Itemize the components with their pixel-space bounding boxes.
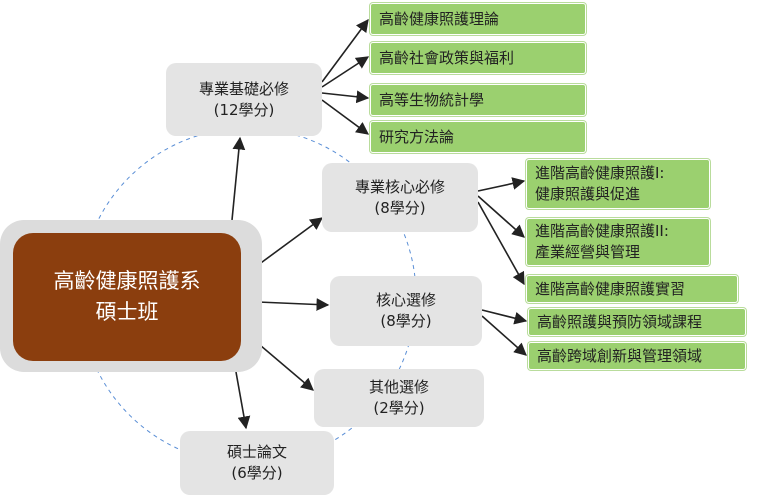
- center-node: 高齡健康照護系 碩士班: [13, 233, 241, 361]
- arrow-foundation-course-4: [321, 99, 370, 135]
- course-core-1-line1: 進階高齡健康照護I:: [535, 164, 665, 182]
- arrow-center-to-foundation: [231, 136, 246, 221]
- course-foundation-1: 高齡健康照護理論: [370, 3, 586, 35]
- category-thesis-credits: (6學分): [231, 464, 283, 482]
- category-core-credits: (8學分): [374, 198, 426, 217]
- course-core-1: 進階高齡健康照護I: 健康照護與促進: [526, 159, 710, 209]
- course-core-3: 進階高齡健康照護實習: [526, 275, 738, 303]
- category-core-elective-credits: (8學分): [380, 312, 432, 330]
- arrow-center-to-other-elective: [253, 339, 314, 391]
- category-core-title: 專業核心必修: [354, 177, 445, 196]
- course-foundation-4-label: 研究方法論: [379, 127, 455, 146]
- arrow-foundation-course-2: [321, 56, 370, 88]
- category-foundation-title: 專業基礎必修: [198, 79, 289, 98]
- course-core-3-line1: 進階高齡健康照護實習: [535, 279, 686, 298]
- arrow-center-to-core: [253, 217, 324, 269]
- category-thesis-title: 碩士論文: [226, 443, 287, 461]
- course-core-2-line2: 產業經營與管理: [535, 243, 641, 261]
- arrow-center-to-core-elective: [257, 298, 330, 311]
- course-core-elective-2: 高齡跨域創新與管理領域: [528, 342, 746, 370]
- course-core-1-line2: 健康照護與促進: [535, 185, 641, 203]
- category-core-elective-title: 核心選修: [375, 291, 436, 309]
- arrow-center-to-thesis: [235, 371, 251, 430]
- course-core-elective-1-label: 高齡照護與預防領域課程: [537, 312, 703, 331]
- category-other-elective: 其他選修 (2學分): [314, 369, 484, 427]
- arrow-foundation-course-1: [321, 18, 369, 83]
- arrow-core-elective-course-2: [481, 315, 527, 356]
- course-core-elective-1: 高齡照護與預防領域課程: [528, 308, 746, 336]
- course-foundation-2-label: 高齡社會政策與福利: [379, 48, 515, 67]
- course-foundation-3-label: 高等生物統計學: [379, 90, 485, 109]
- arrow-core-course-2: [477, 195, 525, 238]
- category-other-elective-credits: (2學分): [373, 399, 425, 417]
- arrow-core-course-3: [477, 201, 525, 286]
- course-foundation-4: 研究方法論: [370, 121, 586, 153]
- arrow-foundation-course-3: [321, 90, 370, 104]
- category-core: 專業核心必修 (8學分): [322, 163, 478, 232]
- arrow-core-course-1: [477, 177, 526, 192]
- center-title-line2: 碩士班: [95, 300, 159, 324]
- course-foundation-3: 高等生物統計學: [370, 84, 586, 116]
- center-title-line1: 高齡健康照護系: [53, 269, 201, 293]
- course-foundation-1-label: 高齡健康照護理論: [379, 9, 500, 28]
- category-foundation-credits: (12學分): [213, 100, 275, 119]
- category-thesis: 碩士論文 (6學分): [180, 431, 334, 495]
- category-other-elective-title: 其他選修: [368, 378, 429, 396]
- course-core-2-line1: 進階高齡健康照護II:: [535, 222, 669, 240]
- course-core-elective-2-label: 高齡跨域創新與管理領域: [537, 346, 703, 365]
- course-core-2: 進階高齡健康照護II: 產業經營與管理: [526, 218, 710, 266]
- arrow-core-elective-course-1: [481, 309, 528, 325]
- category-foundation: 專業基礎必修 (12學分): [166, 63, 322, 136]
- category-core-elective: 核心選修 (8學分): [330, 276, 482, 346]
- course-foundation-2: 高齡社會政策與福利: [370, 42, 586, 74]
